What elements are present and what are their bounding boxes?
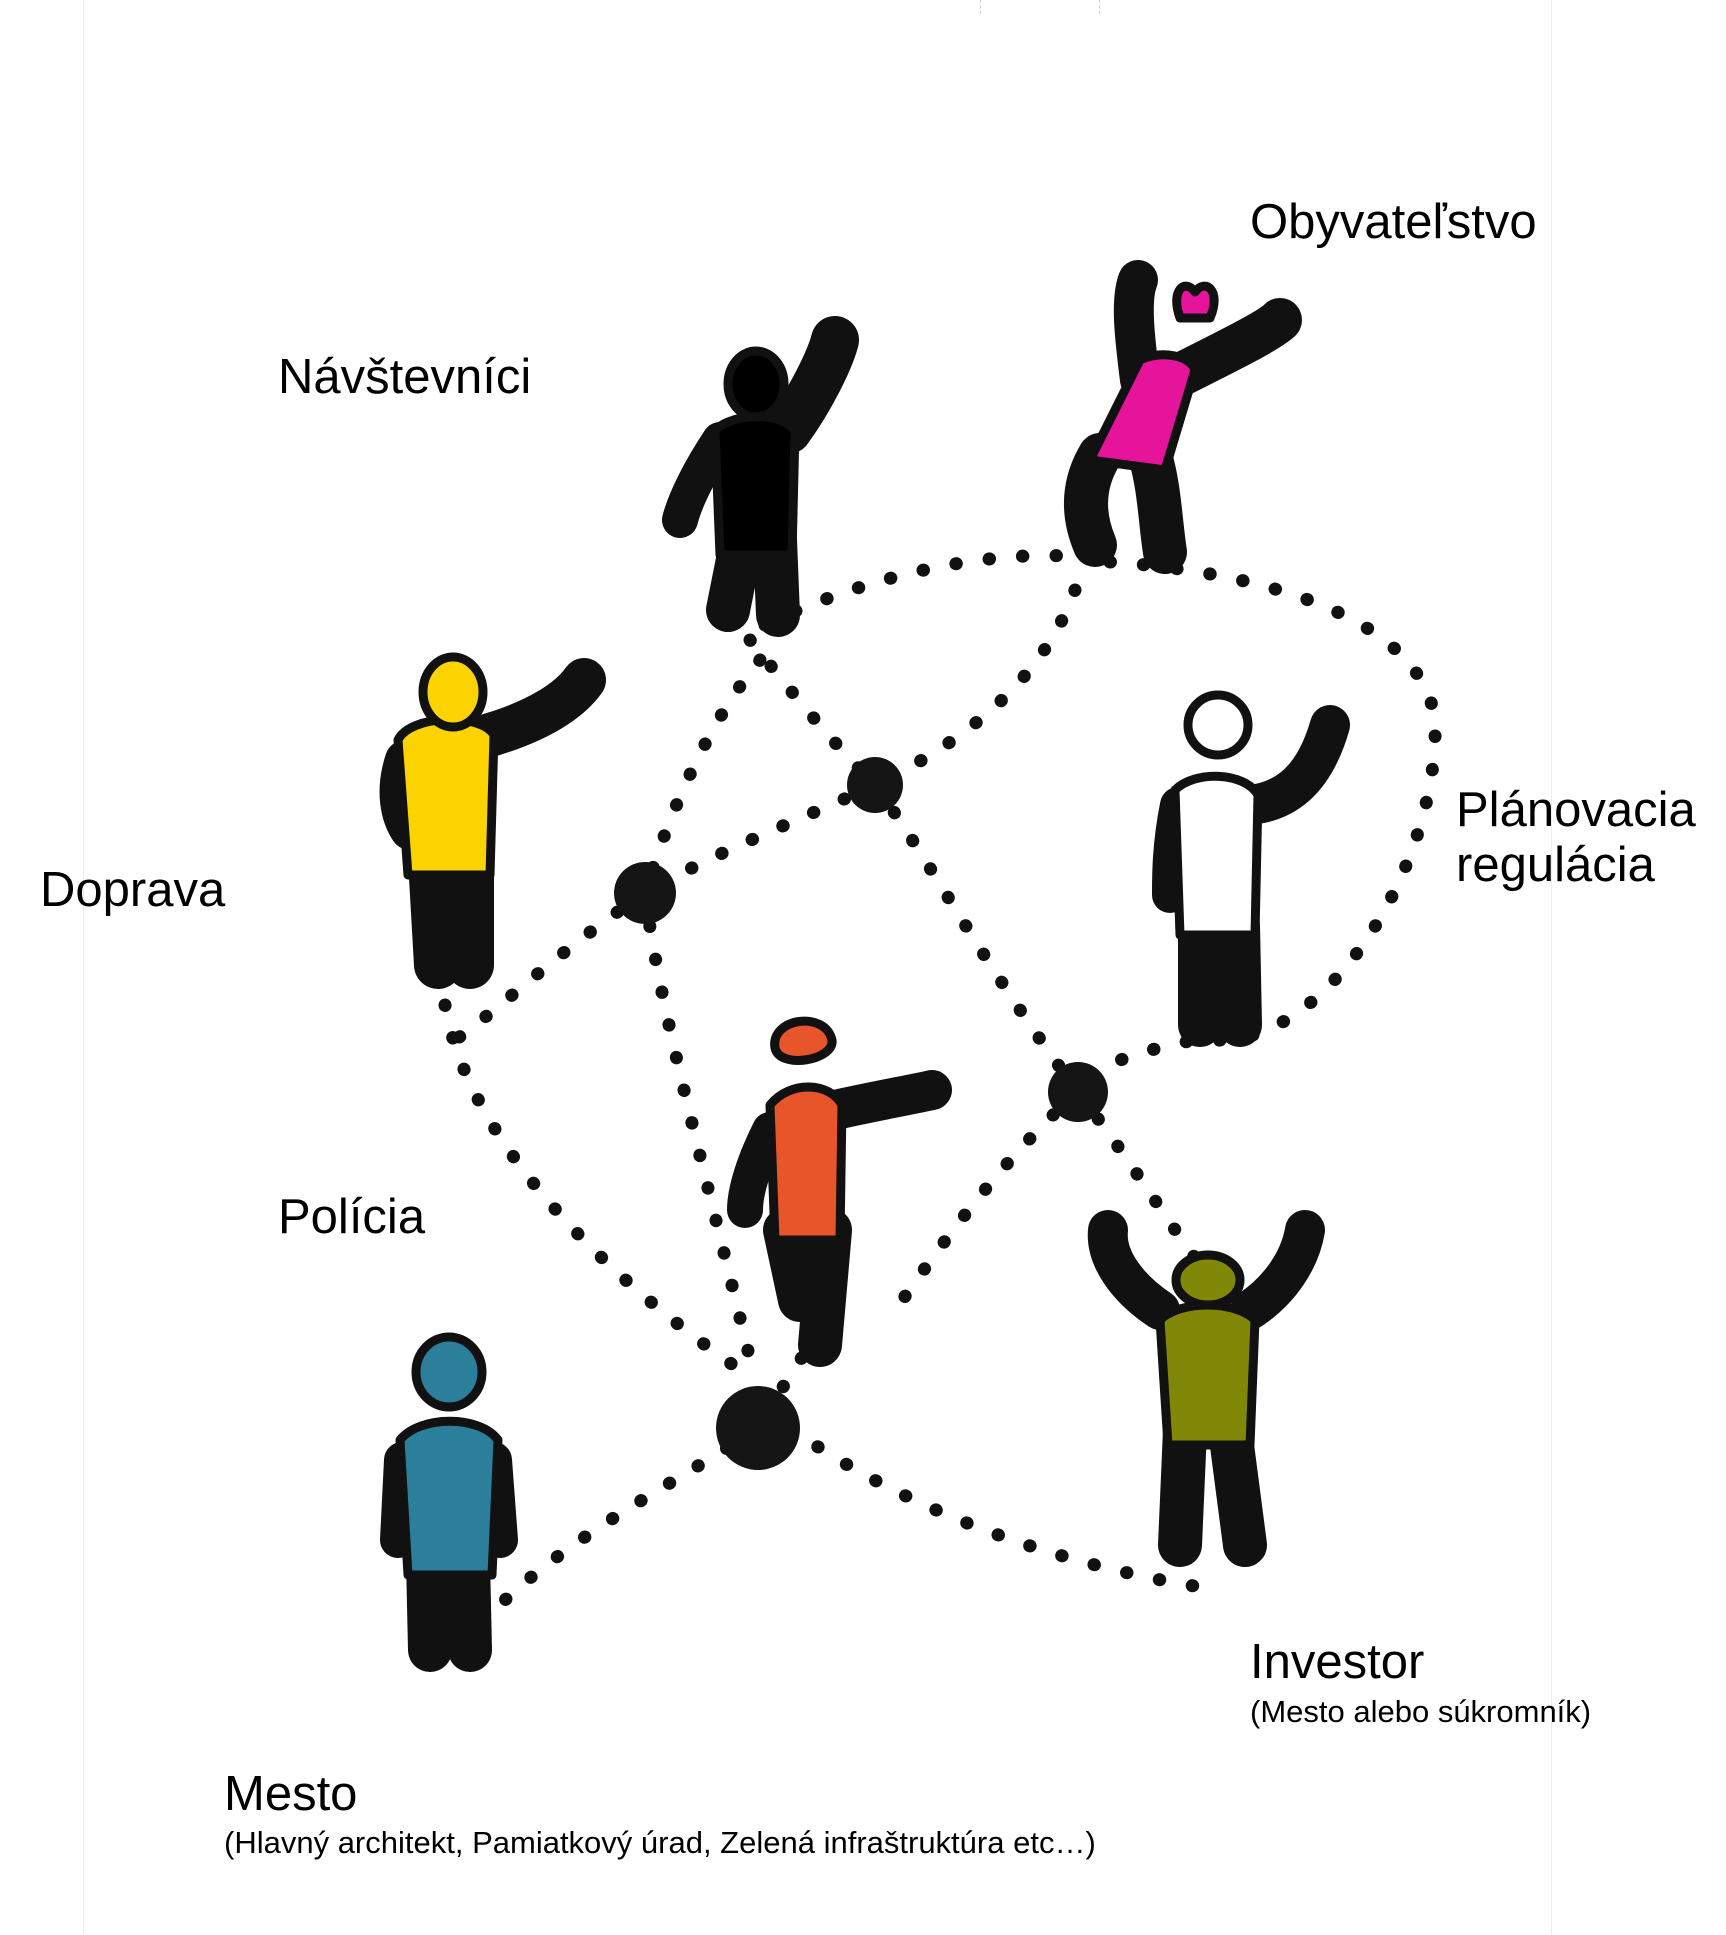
top-mark-a — [980, 0, 982, 14]
junction-node-right — [1048, 1062, 1108, 1122]
person-arms-up-icon — [1087, 1210, 1325, 1567]
dotted-line-right-policia — [883, 1085, 1085, 1325]
dotted-line-center-left — [638, 778, 882, 900]
person-standing-icon — [380, 1332, 518, 1672]
label-planovacia-regulacia: Plánovacia regulácia — [1456, 783, 1696, 893]
person-dancing-icon — [1063, 260, 1302, 574]
label-navstevnici: Návštevníci — [278, 350, 532, 404]
junction-node-top — [847, 757, 903, 813]
dotted-loop-top — [758, 549, 1117, 632]
dotted-line-right-investor — [1071, 1085, 1202, 1265]
label-planovacia-line2: regulácia — [1456, 837, 1655, 892]
person-outline-icon — [1152, 690, 1350, 1047]
page-margin-right — [1551, 0, 1552, 1935]
label-mesto: Mesto — [224, 1767, 358, 1821]
dotted-line-bottom-mesto — [498, 1423, 762, 1607]
label-mesto-sub: (Hlavný architekt, Pamiatkový úrad, Zele… — [224, 1825, 1096, 1860]
dotted-loop-right — [1093, 555, 1442, 1072]
label-investor: Investor — [1250, 1635, 1425, 1689]
dotted-line-bottom-investor — [783, 1421, 1227, 1597]
page-margin-left — [83, 0, 84, 1935]
dotted-line-nav-center — [743, 633, 882, 792]
dotted-line-left-doprava — [451, 886, 652, 1045]
dotted-line-doprava-bottom — [438, 998, 762, 1387]
person-pointing-icon — [379, 652, 606, 989]
dotted-line-left-bottom — [638, 886, 762, 1387]
person-walking-icon — [727, 1016, 952, 1367]
person-waving-icon — [662, 316, 859, 637]
junction-node-bottom — [716, 1386, 800, 1470]
dotted-line-nav-left — [638, 653, 767, 900]
dotted-line-obyv-center — [868, 583, 1082, 792]
top-mark-b — [1099, 0, 1101, 14]
junction-node-left — [614, 862, 676, 924]
dotted-line-center-right — [868, 778, 1085, 1099]
label-planovacia-line1: Plánovacia — [1456, 783, 1696, 837]
label-policia: Polícia — [278, 1190, 426, 1244]
label-doprava: Doprava — [40, 863, 226, 917]
label-investor-sub: (Mesto alebo súkromník) — [1250, 1694, 1592, 1729]
label-obyvatelstvo: Obyvateľstvo — [1250, 195, 1537, 249]
